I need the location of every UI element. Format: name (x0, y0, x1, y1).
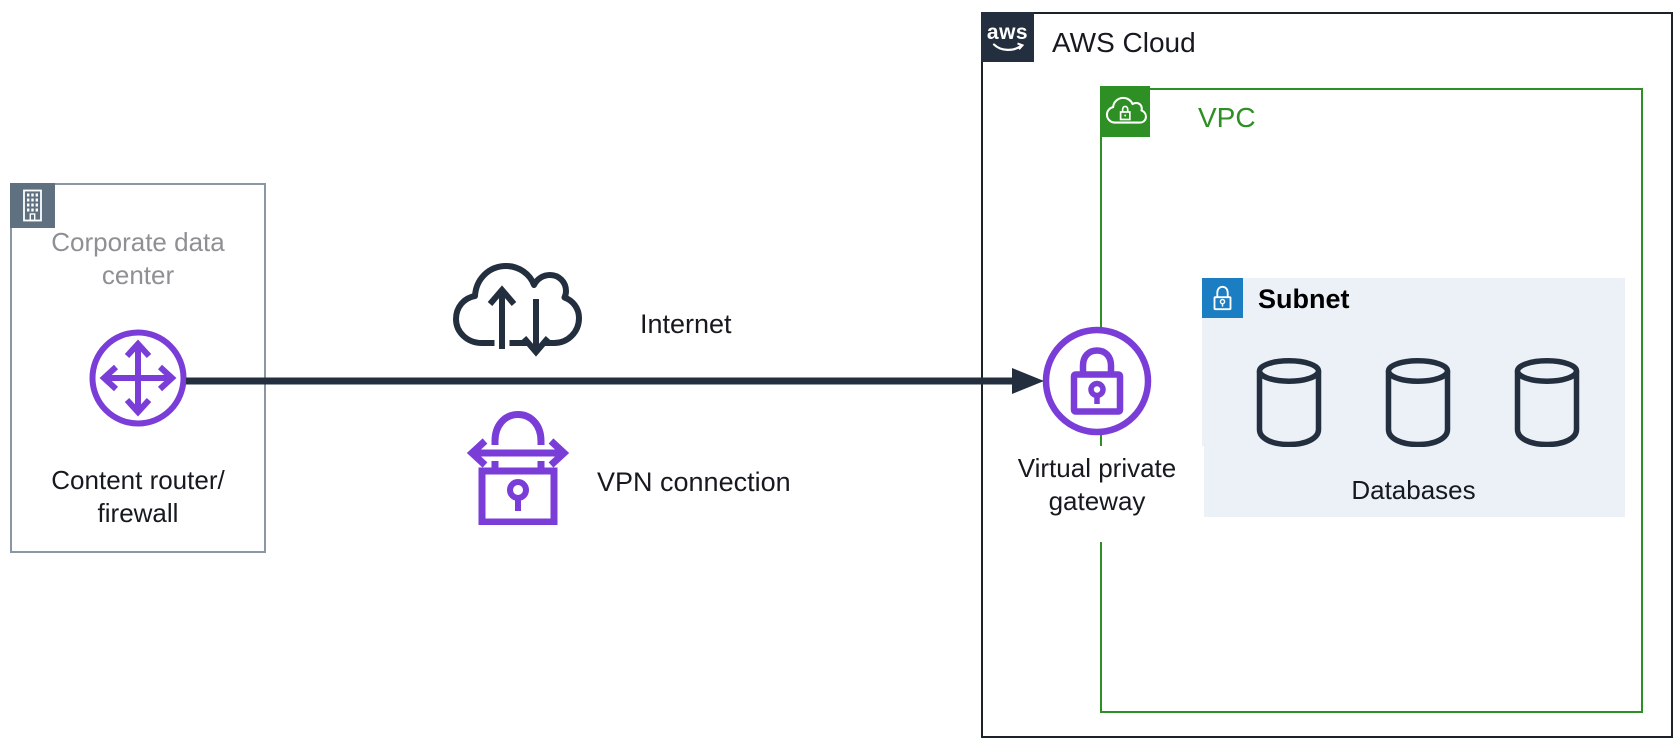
subnet-title: Subnet (1258, 284, 1350, 314)
internet-label: Internet (640, 309, 732, 339)
databases-group (1255, 358, 1581, 447)
router-icon (89, 329, 187, 427)
subnet-lock-icon (1202, 278, 1243, 318)
corporate-to-gateway-arrow (186, 368, 1044, 394)
corporate-data-center-title: Corporate data center (51, 227, 225, 290)
aws-cloud-title: AWS Cloud (1052, 27, 1196, 58)
virtual-private-gateway-icon (1042, 326, 1152, 436)
vpn-connection-label: VPN connection (597, 467, 791, 497)
content-router-firewall-label: Content router/ firewall (51, 465, 225, 528)
vpc-title: VPC (1198, 102, 1256, 133)
subnet-box (1202, 278, 1625, 517)
vpc-cloud-lock-icon (1100, 86, 1150, 137)
virtual-private-gateway-label: Virtual private gateway (990, 446, 1204, 542)
building-icon (10, 183, 55, 228)
aws-smile-icon (992, 42, 1024, 51)
vpn-lock-icon (465, 410, 571, 525)
database-cylinder-icon (1385, 358, 1451, 447)
corporate-data-center-box (10, 183, 266, 553)
database-cylinder-icon (1256, 358, 1322, 447)
aws-logo: aws (981, 12, 1034, 62)
database-cylinder-icon (1514, 358, 1580, 447)
aws-cloud-box (981, 12, 1673, 738)
internet-cloud-icon (453, 263, 582, 357)
aws-logo-text: aws (986, 21, 1029, 44)
databases-label: Databases (1351, 475, 1476, 505)
